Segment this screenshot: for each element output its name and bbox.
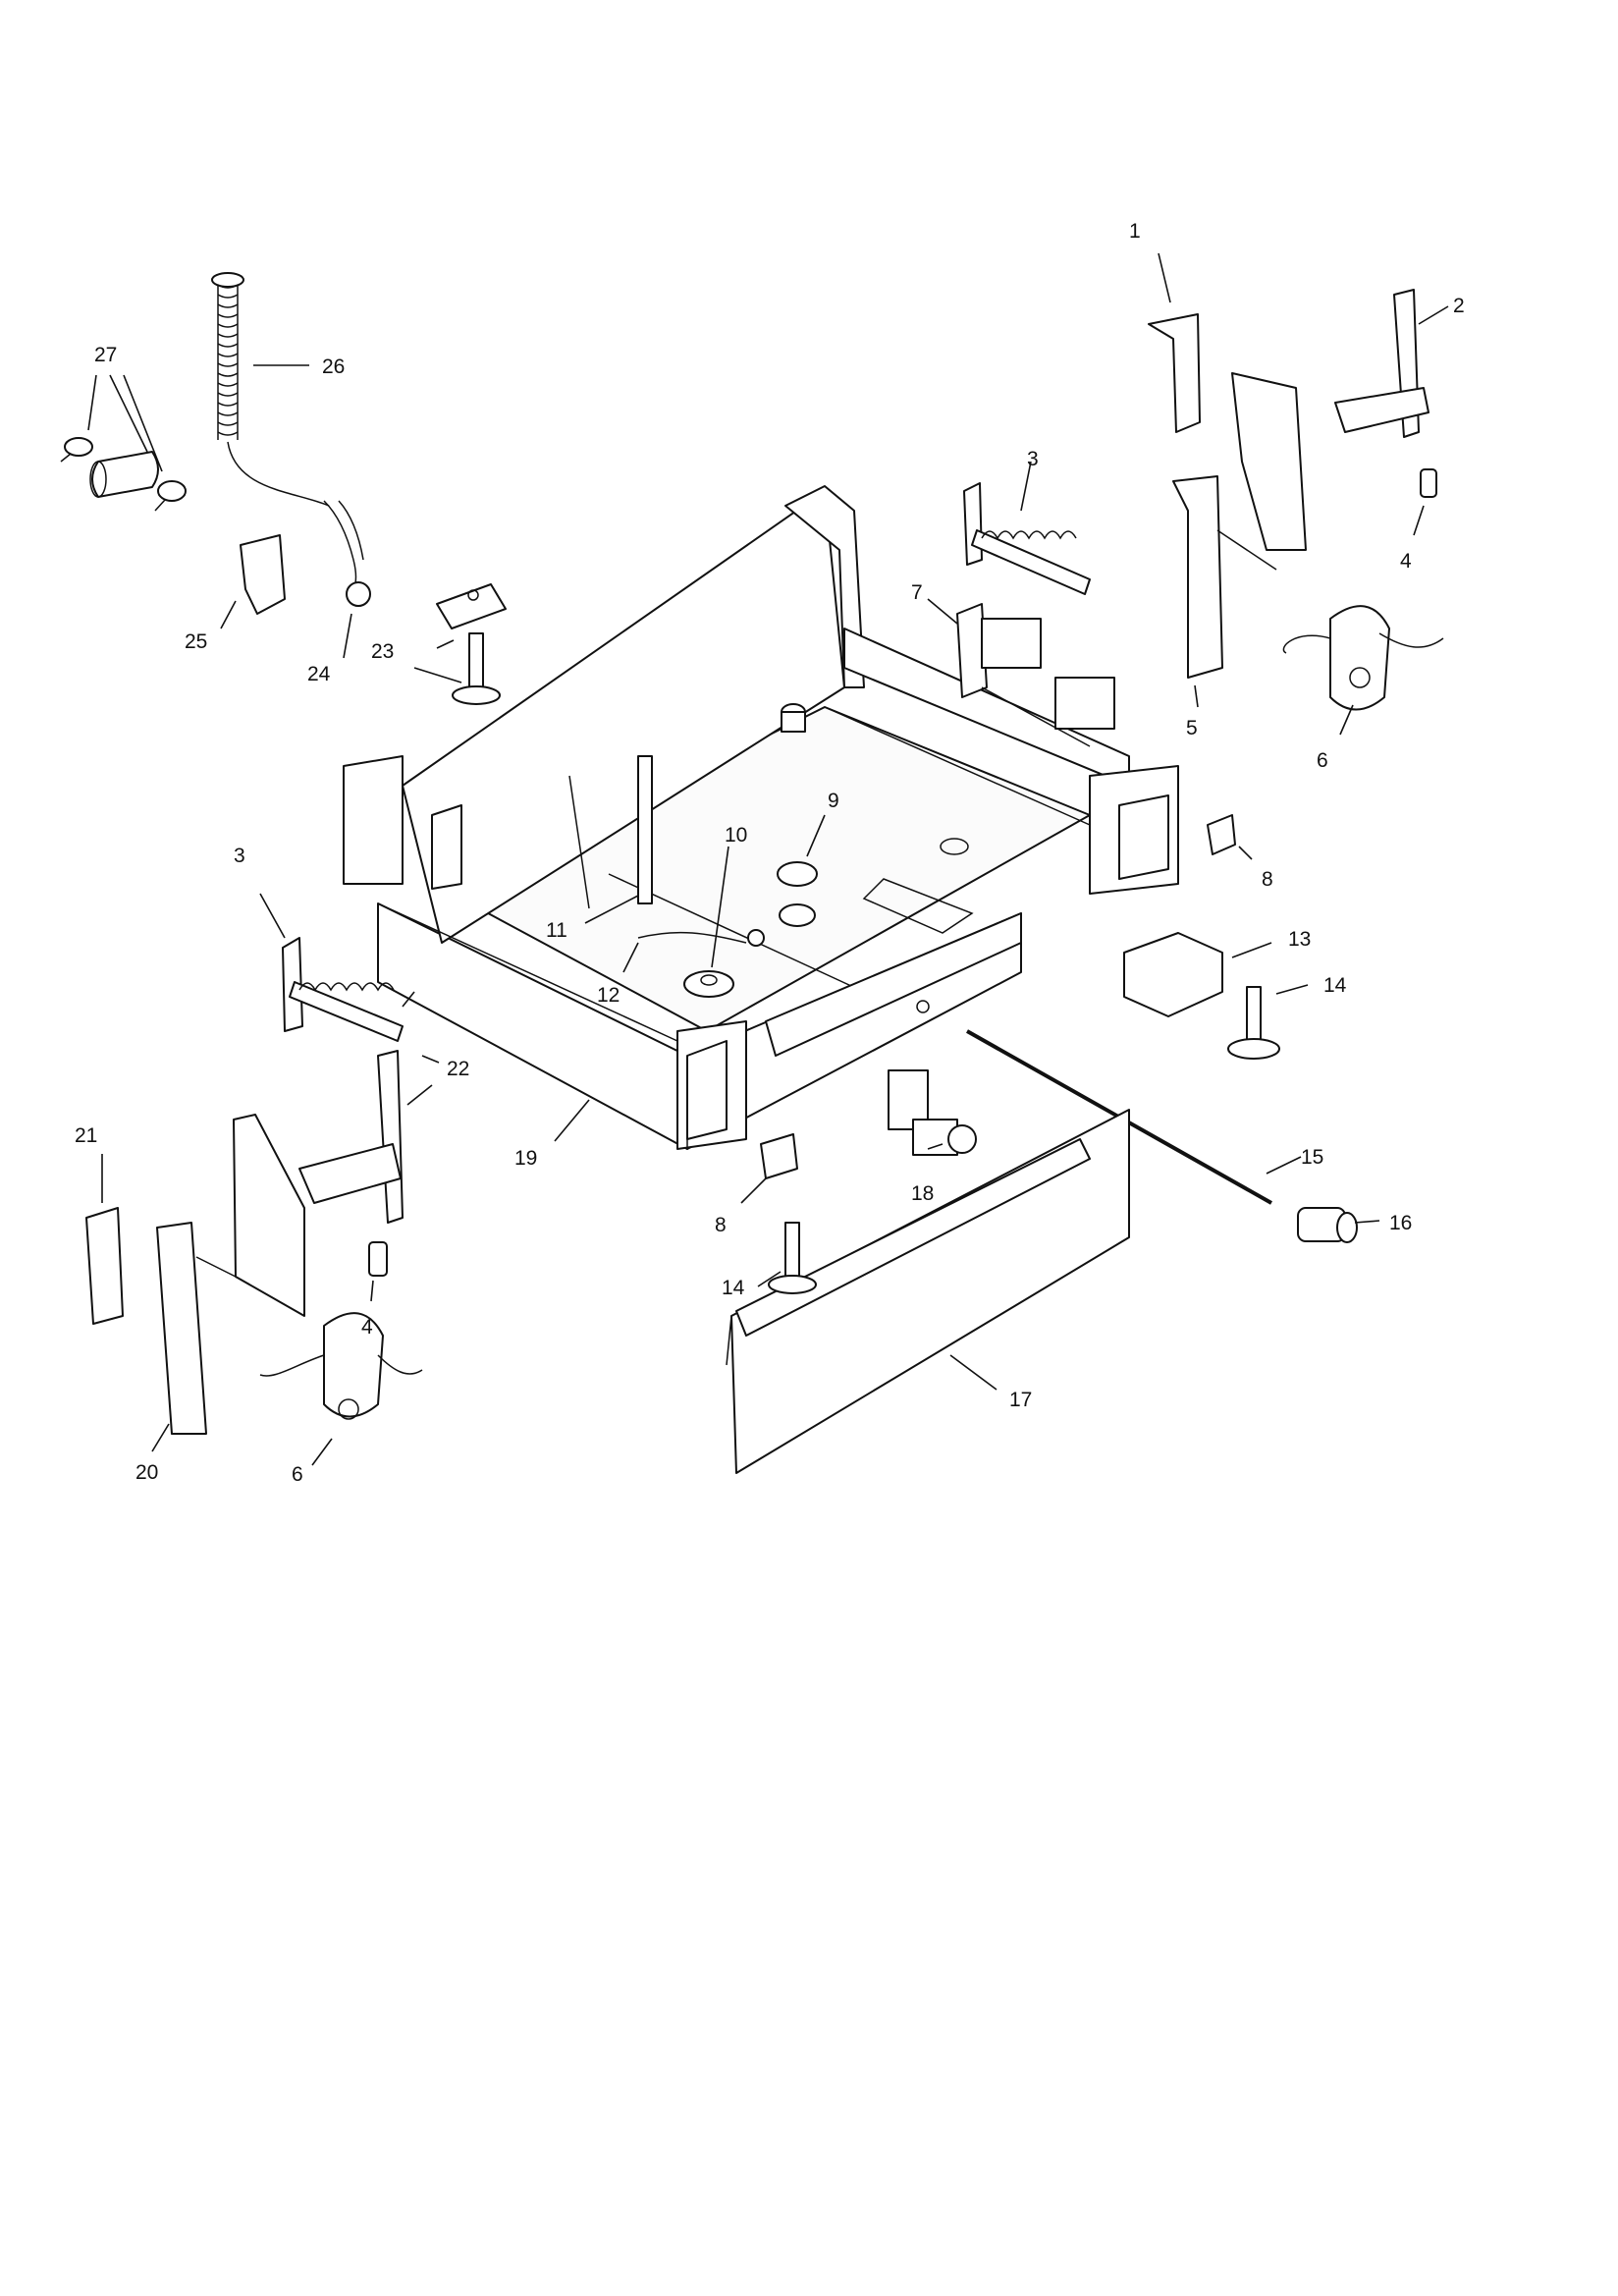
callout-20: 20 [135,1461,158,1484]
part-3-spring-top [963,482,1091,595]
part-25-clip [240,534,286,615]
callout-14-right: 14 [1323,974,1347,997]
callout-7: 7 [911,581,923,604]
callout-22: 22 [447,1058,469,1080]
part-27-sleeve-clamps [60,437,187,512]
callout-8-top: 8 [1262,868,1273,891]
callout-4-top: 4 [1400,550,1412,573]
part-13-bracket [1123,932,1223,1017]
part-3-spring-bottom [282,937,404,1042]
part-22-hinge [298,1050,404,1224]
part-8-clip-top [1207,814,1236,855]
leader-lines [87,252,1449,1466]
callout-21: 21 [75,1124,97,1147]
callout-19: 19 [514,1147,537,1170]
callout-6-top: 6 [1317,749,1328,772]
part-14-foot-bottom [768,1222,817,1294]
part-5-arm [1172,475,1223,679]
callout-1: 1 [1129,220,1141,243]
callout-9: 9 [828,790,839,812]
callout-11: 11 [546,919,567,942]
callout-2: 2 [1453,295,1465,317]
callout-26: 26 [322,355,345,378]
callout-12: 12 [597,984,620,1007]
callout-14-bottom: 14 [722,1277,745,1299]
part-6-motor-bottom [259,1312,423,1420]
callout-13: 13 [1288,928,1311,951]
callout-24: 24 [307,663,331,685]
part-5-bracket [1231,372,1307,551]
part-23-block [436,583,507,705]
callout-3-bottom: 3 [234,845,245,867]
callout-15: 15 [1301,1146,1323,1169]
callout-16: 16 [1389,1212,1412,1234]
part-6-motor-top [1282,605,1444,711]
callout-5: 5 [1186,717,1198,739]
callout-8-bottom: 8 [715,1214,727,1236]
part-21-bracket [85,1207,124,1325]
part-26-drain-hose [211,272,364,590]
callout-numbers: 1 2 3 3 4 4 5 6 6 7 8 8 9 10 11 12 13 14… [75,220,1465,1486]
callout-27: 27 [94,344,117,366]
part-4-clip-bottom [368,1241,388,1277]
part-17-kickplate [726,1109,1130,1474]
part-18-valve [888,1069,977,1156]
part-24-ring [346,581,371,607]
callout-23: 23 [371,640,394,663]
callout-10: 10 [725,824,747,847]
part-8-clip-bottom [760,1133,798,1179]
callout-6-bottom: 6 [292,1463,303,1486]
part-16-knob [1297,1207,1358,1243]
part-7-connectors [956,603,1115,747]
part-20-plate [156,1114,305,1435]
callout-4-bottom: 4 [361,1316,373,1339]
callout-18: 18 [911,1182,934,1205]
callout-25: 25 [185,630,207,653]
part-2-lever [1334,387,1429,433]
part-14-foot-right [1227,986,1280,1060]
callout-3-top: 3 [1027,448,1039,470]
callout-17: 17 [1009,1389,1032,1411]
part-4-clip-top [1420,468,1437,498]
part-1-bracket [1148,313,1201,433]
base-tub [343,485,1179,1150]
